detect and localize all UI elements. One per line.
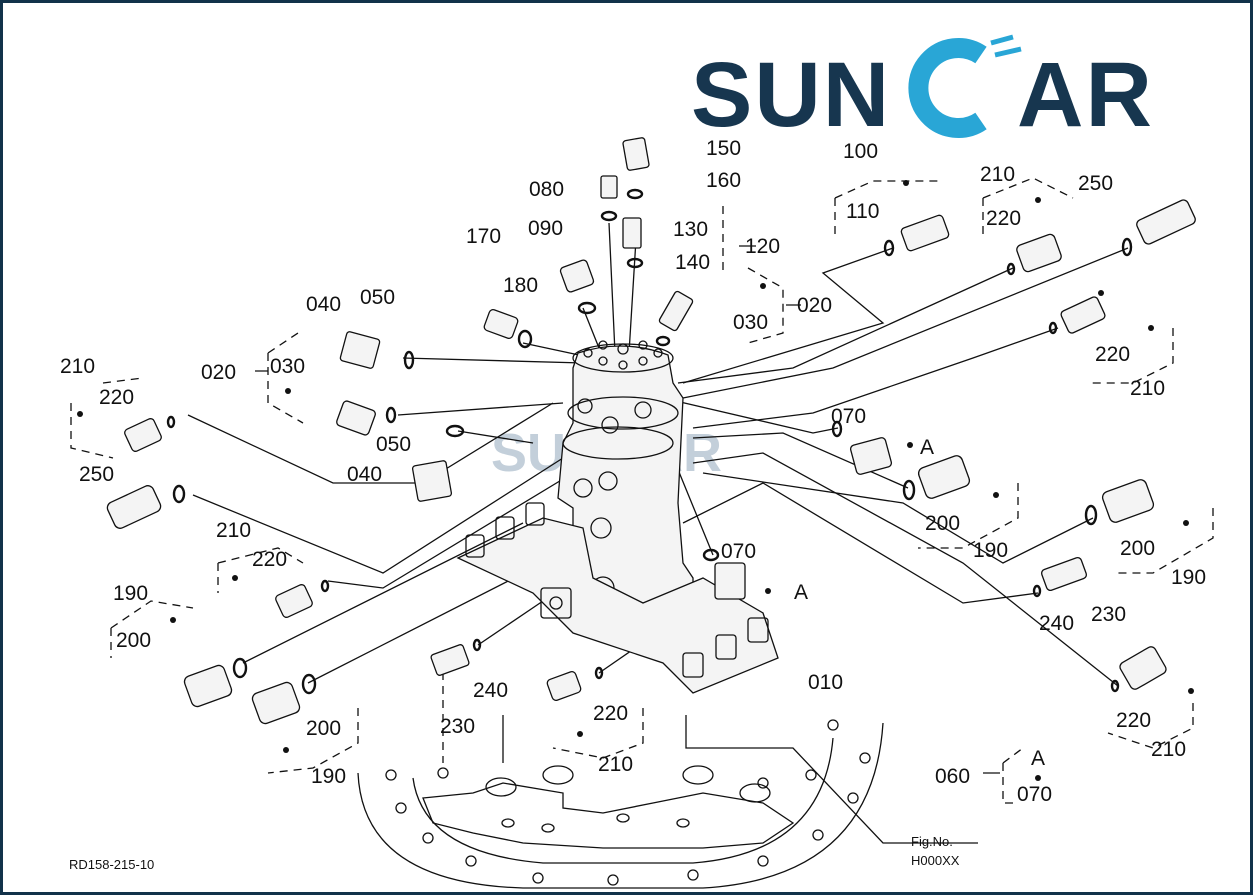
callout-060: 060 (935, 765, 970, 788)
callout-010: 010 (808, 671, 843, 694)
callout-230-bottom: 230 (440, 715, 475, 738)
callout-130: 130 (673, 218, 708, 241)
callout-220-right-top: 220 (986, 207, 1021, 230)
group-brackets (70, 177, 1214, 804)
callout-070-legend: 070 (1017, 783, 1052, 806)
callout-070-center: 070 (721, 540, 756, 563)
callout-220-right-mid: 220 (1095, 343, 1130, 366)
callout-190-bottom: 190 (311, 765, 346, 788)
logo-text-right: AR (1017, 44, 1154, 146)
callout-210-right-bottom: 210 (1151, 738, 1186, 761)
callout-210-right-mid: 210 (1130, 377, 1165, 400)
callout-labels: 150 160 080 090 130 140 120 170 180 020 … (60, 137, 1206, 806)
marker-dots (77, 180, 1194, 781)
callout-090: 090 (528, 217, 563, 240)
callout-a-right: A (920, 436, 934, 459)
callout-250-right: 250 (1078, 172, 1113, 195)
callout-120: 120 (745, 235, 780, 258)
drawing-code: RD158-215-10 (69, 857, 154, 872)
base-ring (357, 658, 978, 889)
callout-200-right: 200 (1120, 537, 1155, 560)
callout-220-right-bottom: 220 (1116, 709, 1151, 732)
callout-190-right-mid: 190 (973, 539, 1008, 562)
callout-190-left: 190 (113, 582, 148, 605)
o-rings (166, 188, 1133, 695)
callout-040-top: 040 (306, 293, 341, 316)
callout-220-left-mid: 220 (252, 548, 287, 571)
callout-020-right: 020 (797, 294, 832, 317)
callout-a-legend: A (1031, 747, 1045, 770)
fittings (106, 137, 1196, 725)
fig-no-value: H000XX (911, 853, 960, 868)
callout-170: 170 (466, 225, 501, 248)
callout-230-right: 230 (1091, 603, 1126, 626)
callout-210-right-top: 210 (980, 163, 1015, 186)
callout-210-bottom: 210 (598, 753, 633, 776)
callout-200-bottom: 200 (306, 717, 341, 740)
swivel-joint-body (456, 340, 779, 694)
callout-180: 180 (503, 274, 538, 297)
callout-030-right: 030 (733, 311, 768, 334)
callout-160: 160 (706, 169, 741, 192)
suncar-logo: SUN AR (691, 34, 1154, 146)
callout-220-left-top: 220 (99, 386, 134, 409)
callout-210-left-mid: 210 (216, 519, 251, 542)
fig-no-label: Fig.No. (911, 834, 953, 849)
callout-080: 080 (529, 178, 564, 201)
callout-020-left: 020 (201, 361, 236, 384)
callout-200-left: 200 (116, 629, 151, 652)
callout-140: 140 (675, 251, 710, 274)
exploded-parts-diagram: SUN AR SUNCAR (60, 34, 1214, 889)
callout-070-right: 070 (831, 405, 866, 428)
logo-text-left: SUN (691, 44, 891, 146)
callout-a-center: A (794, 581, 808, 604)
leader-lines (187, 222, 1129, 687)
callout-240-right: 240 (1039, 612, 1074, 635)
callout-250-left: 250 (79, 463, 114, 486)
callout-050-mid: 050 (376, 433, 411, 456)
callout-220-bottom: 220 (593, 702, 628, 725)
callout-100: 100 (843, 140, 878, 163)
callout-030-left: 030 (270, 355, 305, 378)
callout-210-left-top: 210 (60, 355, 95, 378)
bracket-ticks (255, 245, 801, 372)
callout-050-top: 050 (360, 286, 395, 309)
callout-110: 110 (846, 200, 879, 223)
callout-190-right: 190 (1171, 566, 1206, 589)
logo-c-arc-icon (908, 38, 987, 138)
callout-200-right-mid: 200 (925, 512, 960, 535)
callout-040-mid: 040 (347, 463, 382, 486)
callout-240-bottom: 240 (473, 679, 508, 702)
callout-150: 150 (706, 137, 741, 160)
